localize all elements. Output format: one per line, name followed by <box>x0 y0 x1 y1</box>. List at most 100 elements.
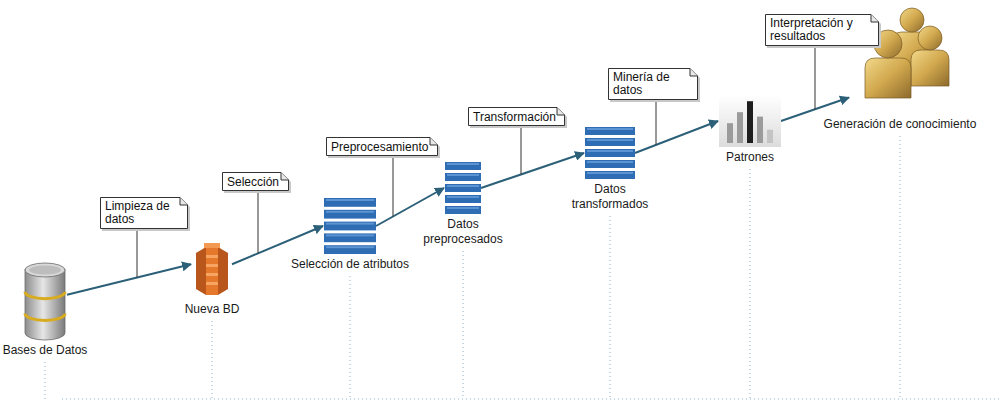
table-row-shine <box>447 174 479 176</box>
callout-fold <box>871 15 879 23</box>
stage-icon <box>324 198 376 254</box>
process-stage: Bases de Datos <box>0 262 95 358</box>
table-row-shine <box>326 234 374 236</box>
icon-group <box>25 263 65 340</box>
table-row-shine <box>326 211 374 213</box>
icon-group <box>865 8 949 98</box>
callout-text: Transformación <box>468 108 565 127</box>
cylinder-body <box>25 269 65 340</box>
stage-label: Datos transformados <box>560 182 660 212</box>
person-head <box>918 26 942 50</box>
callout-fold <box>180 198 188 206</box>
icon-group <box>585 127 635 179</box>
callout-leader <box>815 46 816 109</box>
callout-text: Interpretación y resultados <box>765 14 879 46</box>
guide-dotted <box>350 276 351 399</box>
guide-dotted <box>212 321 213 399</box>
guide-dotted <box>463 251 464 399</box>
callout-text: Limpieza de datos <box>100 197 188 229</box>
db-icon-side <box>218 247 228 295</box>
chart-bar <box>767 130 773 143</box>
callout-leader <box>521 126 522 174</box>
chart-panel <box>719 95 781 147</box>
table-row <box>324 198 376 207</box>
stage-icon <box>585 127 635 179</box>
callout: Transformación <box>468 107 565 127</box>
table-row <box>324 222 376 231</box>
stage-icon <box>719 95 781 147</box>
db-icon-stripe <box>206 264 218 267</box>
table-row-shine <box>447 163 479 165</box>
stage-label: Patrones <box>726 150 774 165</box>
table-row-shine <box>587 139 633 141</box>
table-row-shine <box>587 128 633 130</box>
flow-arrow <box>481 153 584 188</box>
chart-bar <box>747 101 753 143</box>
callout-outline <box>766 15 879 46</box>
table-row <box>585 138 635 146</box>
callout-leader <box>393 156 394 217</box>
table-row <box>445 184 481 192</box>
table-row <box>585 127 635 135</box>
stage-icon <box>23 262 67 340</box>
db-icon-side <box>196 247 206 295</box>
flow-arrow <box>376 188 444 226</box>
guide-dotted <box>750 169 751 399</box>
callout: Interpretación y resultados <box>765 14 879 46</box>
table-row-shine <box>447 196 479 198</box>
cylinder-top <box>25 263 65 277</box>
stage-label: Generación de conocimiento <box>824 117 977 132</box>
baseline-dotted <box>62 399 1000 400</box>
db-icon-stripe <box>206 255 218 258</box>
table-row <box>585 171 635 179</box>
callout-outline <box>101 198 188 229</box>
callout-leader <box>656 100 657 145</box>
table-row-shine <box>326 199 374 201</box>
table-row-shine <box>447 185 479 187</box>
db-icon-front <box>206 247 218 295</box>
table-row <box>445 206 481 214</box>
process-stage: Nueva BD <box>172 243 252 317</box>
flow-arrow <box>67 264 191 294</box>
stage-label: Selección de atributos <box>291 257 409 272</box>
callout-fold <box>690 69 698 77</box>
callout-outline <box>609 69 698 100</box>
stage-icon <box>192 243 232 299</box>
guide-dotted <box>45 362 46 399</box>
flow-arrow <box>635 121 718 153</box>
process-stage: Datos transformados <box>560 127 660 212</box>
table-row <box>324 233 376 242</box>
guide-dotted <box>900 136 901 399</box>
person-body <box>865 58 911 98</box>
icon-group <box>196 243 228 295</box>
table-row <box>324 210 376 219</box>
process-stage: Selección de atributos <box>270 198 430 272</box>
process-stage: Patrones <box>700 95 800 165</box>
callout: Limpieza de datos <box>100 197 188 229</box>
callout-text: Minería de datos <box>608 68 698 100</box>
cylinder-band <box>25 313 65 320</box>
callout-fold <box>430 138 438 146</box>
cylinder-band <box>25 292 65 299</box>
callout-fold <box>281 173 289 181</box>
cylinder-top-ring <box>29 266 61 275</box>
stage-label: Datos preprocesados <box>418 217 508 247</box>
callout-text: Preprocesamiento <box>326 138 437 157</box>
callout-text: Selección <box>222 173 288 192</box>
stage-icon <box>445 162 481 214</box>
icon-group <box>445 162 481 214</box>
table-row-shine <box>447 207 479 209</box>
db-icon-stripe <box>206 282 218 285</box>
stage-label: Bases de Datos <box>3 343 88 358</box>
icon-group <box>719 95 781 147</box>
chart-bar <box>727 123 733 143</box>
callout-fold <box>557 108 565 116</box>
table-row <box>585 160 635 168</box>
icon-group <box>324 198 376 254</box>
callout-leader <box>258 191 259 253</box>
db-icon-cap <box>204 243 220 248</box>
chart-bar <box>757 117 763 143</box>
guide-dotted <box>610 216 611 399</box>
